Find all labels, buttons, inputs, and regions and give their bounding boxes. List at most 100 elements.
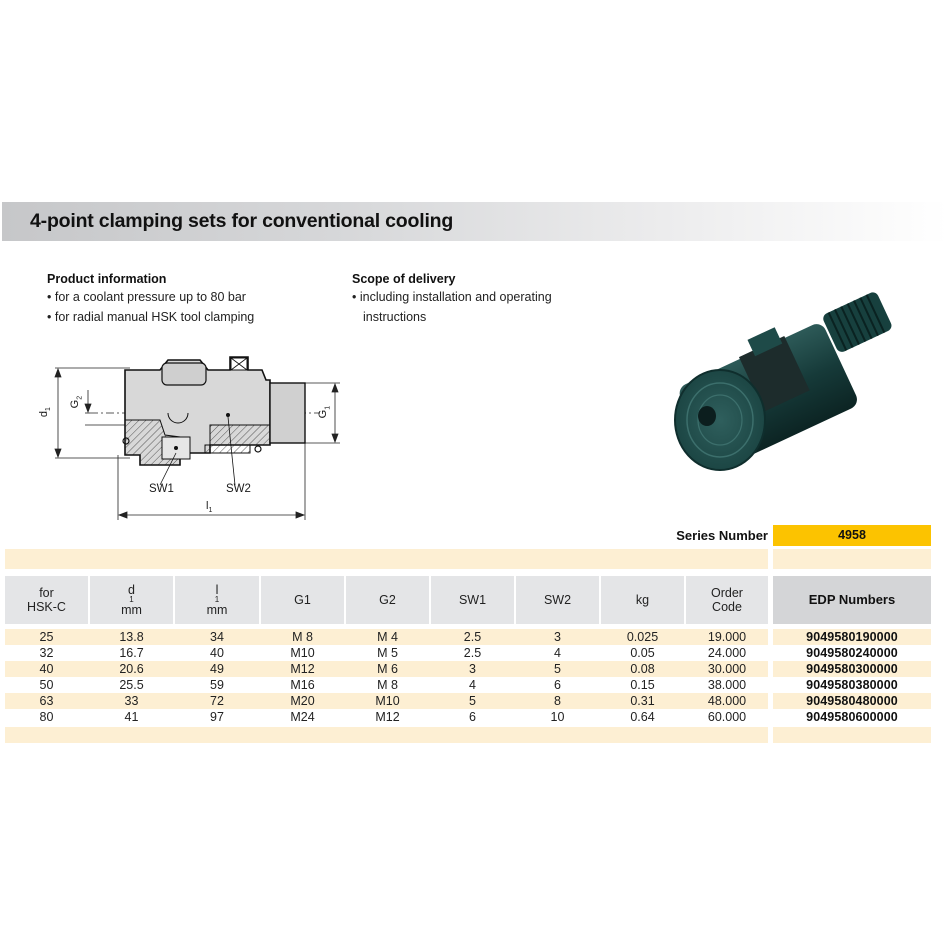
scope-heading: Scope of delivery — [352, 272, 456, 286]
col-header-kg: kg — [601, 576, 684, 624]
cell-kg: 0.64 — [630, 710, 655, 724]
cell-order-code: 30.000 — [707, 662, 747, 676]
cell-sw1: 2.5 — [463, 646, 482, 660]
cell-g1: M16 — [290, 678, 315, 692]
cell-hsk: 50 — [39, 678, 54, 692]
product-photo — [650, 270, 950, 480]
technical-drawing: d1 G2 G1 SW1 SW2 l1 — [30, 345, 370, 525]
table-top-band — [5, 549, 768, 569]
label-sw1: SW1 — [149, 483, 174, 495]
section-title-band — [2, 202, 948, 241]
cell-d1: 25.5 — [119, 678, 144, 692]
cell-d1: 13.8 — [119, 630, 144, 644]
cell-l1: 34 — [210, 630, 224, 644]
cell-sw1: 6 — [469, 710, 476, 724]
table-row: 50 25.5 59 M16 M 8 4 6 0.15 38.000 90495… — [5, 677, 931, 693]
cell-edp: 9049580600000 — [806, 710, 898, 724]
cell-sw2: 3 — [554, 630, 561, 644]
cell-l1: 40 — [210, 646, 224, 660]
cell-hsk: 80 — [39, 710, 54, 724]
col-header-g1: G1 — [261, 576, 344, 624]
cell-sw2: 10 — [550, 710, 565, 724]
clamping-set-photo-icon — [674, 292, 892, 471]
cell-edp: 9049580300000 — [806, 662, 898, 676]
cell-g2: M12 — [375, 710, 400, 724]
scope-line: instructions — [363, 309, 427, 324]
cell-hsk: 63 — [39, 694, 54, 708]
cell-sw1: 4 — [469, 678, 476, 692]
cell-edp: 9049580480000 — [806, 694, 898, 708]
cell-g1: M24 — [290, 710, 315, 724]
cell-hsk: 32 — [39, 646, 54, 660]
cell-sw1: 3 — [469, 662, 476, 676]
cell-g2: M 8 — [377, 678, 398, 692]
cell-kg: 0.15 — [630, 678, 655, 692]
product-info-block: Product information • for a coolant pres… — [47, 272, 254, 327]
cell-l1: 49 — [210, 662, 224, 676]
cell-g2: M 5 — [377, 646, 398, 660]
series-number-value: 4958 — [773, 525, 931, 546]
cell-hsk: 25 — [39, 630, 54, 644]
scope-line: • including installation and operating — [352, 290, 552, 304]
series-number-label: Series Number — [676, 528, 768, 543]
table-row: 63 33 72 M20 M10 5 8 0.31 48.000 9049580… — [5, 693, 931, 709]
table-row: 40 20.6 49 M12 M 6 3 5 0.08 30.000 90495… — [5, 661, 931, 677]
product-info-bullet: • for radial manual HSK tool clamping — [47, 309, 255, 324]
cell-kg: 0.025 — [626, 630, 659, 644]
cell-kg: 0.05 — [630, 646, 655, 660]
cell-g2: M 6 — [377, 662, 398, 676]
cell-order-code: 60.000 — [707, 710, 747, 724]
edp-bottom-band — [773, 727, 931, 743]
cell-sw1: 5 — [469, 694, 476, 708]
col-header-sw1: SW1 — [431, 576, 514, 624]
cell-edp: 9049580380000 — [806, 678, 898, 692]
cell-g1: M12 — [290, 662, 315, 676]
table-row: 32 16.7 40 M10 M 5 2.5 4 0.05 24.000 904… — [5, 645, 931, 661]
cell-kg: 0.08 — [630, 662, 655, 676]
cell-order-code: 24.000 — [707, 646, 747, 660]
label-sw2: SW2 — [226, 483, 251, 495]
cell-order-code: 48.000 — [707, 694, 747, 708]
cell-l1: 97 — [210, 710, 224, 724]
scope-of-delivery-block: Scope of delivery • including installati… — [352, 272, 552, 327]
product-info-bullet: • for a coolant pressure up to 80 bar — [47, 290, 246, 304]
cell-g2: M10 — [375, 694, 400, 708]
cell-d1: 20.6 — [119, 662, 144, 676]
col-header-g2: G2 — [346, 576, 429, 624]
cell-hsk: 40 — [39, 662, 54, 676]
dim-label-d1: d1 — [37, 407, 53, 418]
cell-order-code: 19.000 — [707, 630, 747, 644]
cell-l1: 72 — [210, 694, 224, 708]
cell-g1: M10 — [290, 646, 315, 660]
cell-l1: 59 — [210, 678, 224, 692]
cell-edp: 9049580190000 — [806, 630, 898, 644]
col-header-edp: EDP Numbers — [773, 576, 931, 624]
table-row: 25 13.8 34 M 8 M 4 2.5 3 0.025 19.000 90… — [5, 629, 931, 645]
edp-top-band — [773, 549, 931, 569]
cell-sw2: 4 — [554, 646, 561, 660]
cell-d1: 16.7 — [119, 646, 144, 660]
col-header-sw2: SW2 — [516, 576, 599, 624]
cell-kg: 0.31 — [630, 694, 655, 708]
dim-label-l1: l1 — [206, 500, 213, 515]
dim-label-g2: G2 — [69, 395, 84, 409]
cell-sw2: 6 — [554, 678, 561, 692]
cross-section-drawing-icon — [54, 356, 340, 520]
product-info-heading: Product information — [47, 272, 167, 286]
dim-label-g1: G1 — [317, 405, 332, 419]
cell-g2: M 4 — [377, 630, 398, 644]
cell-g1: M20 — [290, 694, 315, 708]
table-bottom-band — [5, 727, 768, 743]
cell-sw2: 5 — [554, 662, 561, 676]
cell-g1: M 8 — [292, 630, 313, 644]
table-row: 80 41 97 M24 M12 6 10 0.64 60.000 904958… — [5, 709, 931, 725]
cell-edp: 9049580240000 — [806, 646, 898, 660]
cell-sw2: 8 — [554, 694, 561, 708]
cell-order-code: 38.000 — [707, 678, 747, 692]
cell-d1: 33 — [124, 694, 139, 708]
cell-sw1: 2.5 — [463, 630, 482, 644]
